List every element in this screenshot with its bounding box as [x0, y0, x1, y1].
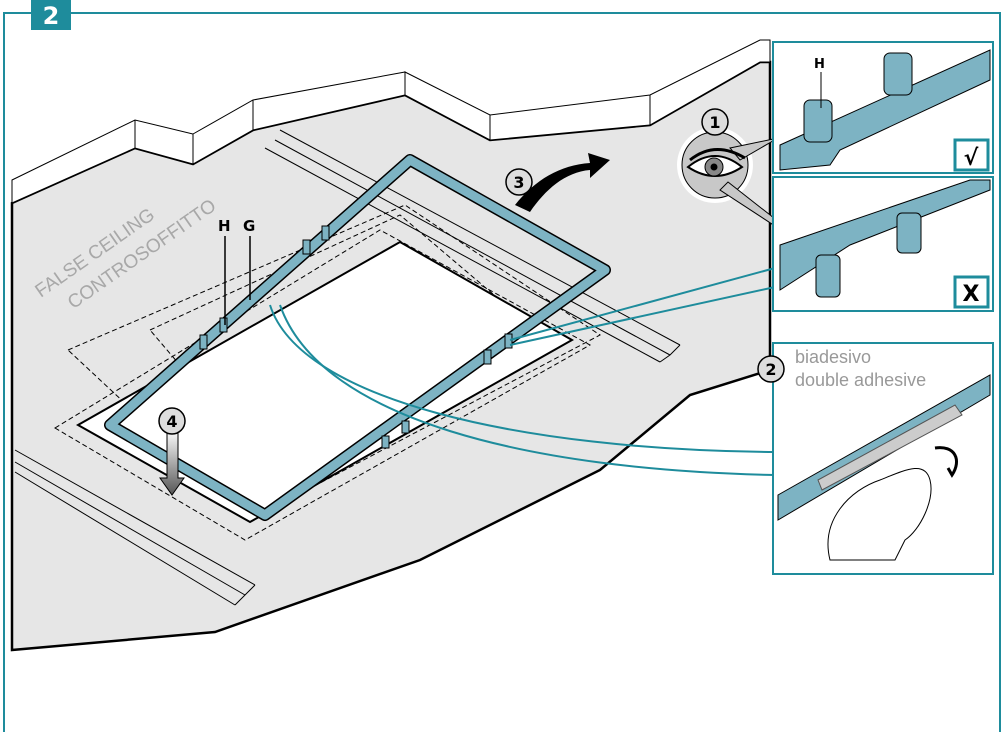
inset-label-h: H [814, 57, 825, 72]
svg-text:1: 1 [709, 113, 720, 132]
step-number: 2 [43, 2, 60, 30]
callout-1: 1 [701, 108, 729, 136]
inset-correct: H √ [772, 41, 994, 174]
svg-text:3: 3 [513, 173, 524, 192]
callout-lines [269, 267, 776, 476]
callout-4: 4 [158, 407, 186, 435]
frame-tabs [199, 225, 513, 449]
adhesive-label-en: double adhesive [795, 370, 926, 390]
ceiling-rails [14, 129, 681, 606]
callout-2: 2 [757, 355, 785, 383]
inset-wrong: X [772, 176, 994, 312]
step-border [3, 12, 1001, 732]
callout-3: 3 [505, 168, 533, 196]
ceiling-opening [75, 240, 575, 524]
label-h: H [218, 217, 231, 235]
svg-text:4: 4 [166, 412, 177, 431]
ceiling-wall-edges [11, 39, 771, 204]
svg-text:2: 2 [765, 360, 776, 379]
correct-mark: √ [964, 146, 979, 171]
step-badge [31, 0, 71, 30]
down-arrow-icon [159, 429, 185, 496]
wrong-mark: X [963, 282, 980, 307]
inset-adhesive [772, 342, 994, 575]
label-g: G [243, 217, 255, 235]
rotate-arrow-icon [515, 153, 610, 212]
adhesive-label-it: biadesivo [795, 347, 871, 367]
